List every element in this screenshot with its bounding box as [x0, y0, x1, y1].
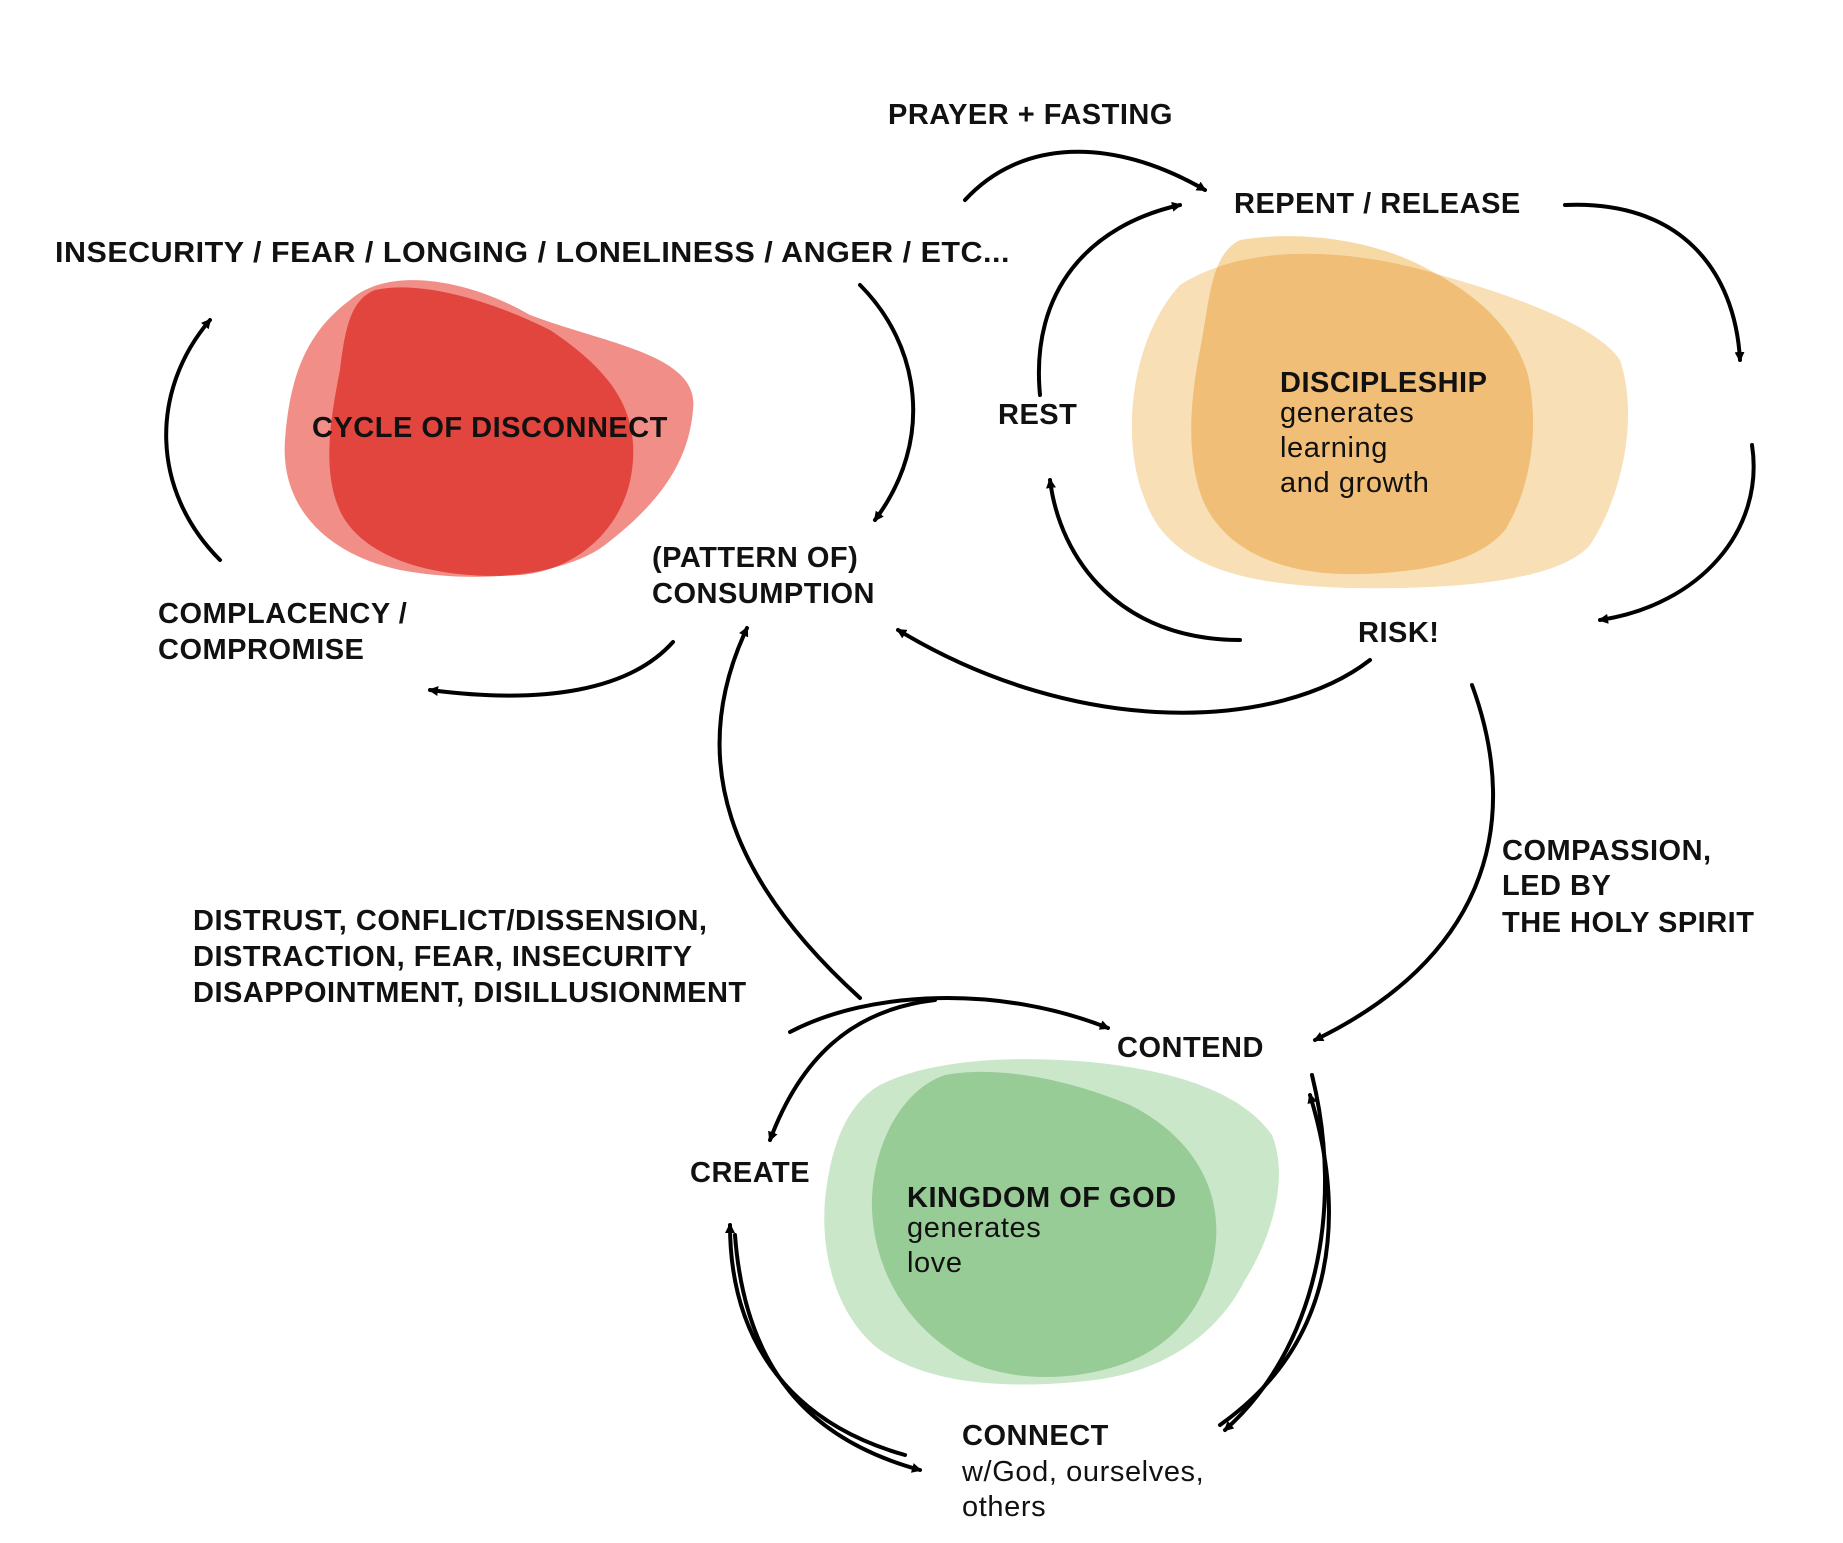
- arrow-risk-to-consumption: [896, 628, 1372, 715]
- arrow-risk-to-contend: [1313, 683, 1496, 1042]
- consumption-label-line2: CONSUMPTION: [652, 578, 875, 610]
- prayer-fasting-label: PRAYER + FASTING: [888, 99, 1173, 131]
- arrow-repent-to-right: [1563, 202, 1745, 362]
- distrust-label-line1: DISTRUST, CONFLICT/DISSENSION,: [193, 905, 707, 937]
- discipleship-sub-line2: learning: [1280, 432, 1388, 464]
- arrow-contend-to-connect: [1223, 1073, 1327, 1432]
- disconnect-blob-inner: [329, 287, 634, 576]
- arrow-to-contend: [788, 996, 1110, 1034]
- distrust-label-line2: DISTRACTION, FEAR, INSECURITY: [193, 941, 692, 973]
- repent-release-label: REPENT / RELEASE: [1234, 188, 1521, 220]
- arrow-emotions-to-consumption: [858, 283, 916, 522]
- kingdom-title: KINGDOM OF GOD: [907, 1182, 1177, 1214]
- compassion-label-line3: THE HOLY SPIRIT: [1502, 907, 1754, 939]
- rest-label: REST: [998, 399, 1077, 431]
- compassion-label-line1: COMPASSION,: [1502, 835, 1712, 867]
- discipleship-title: DISCIPLESHIP: [1280, 367, 1487, 399]
- emotions-label: INSECURITY / FEAR / LONGING / LONELINESS…: [55, 237, 1010, 269]
- risk-label: RISK!: [1358, 617, 1439, 649]
- discipleship-sub-line3: and growth: [1280, 467, 1430, 499]
- arrow-risk-to-rest: [1046, 478, 1242, 642]
- discipleship-blob-inner: [1191, 236, 1534, 575]
- kingdom-sub-line1: generates: [907, 1212, 1041, 1244]
- arrows: [164, 149, 1756, 1473]
- contend-label: CONTEND: [1117, 1032, 1264, 1064]
- discipleship-blob: [1131, 236, 1629, 589]
- arrow-right-to-risk: [1598, 443, 1756, 624]
- complacency-label-line2: COMPROMISE: [158, 634, 364, 666]
- arrow-distrust-to-consumption: [717, 626, 862, 1000]
- compassion-label-line2: LED BY: [1502, 870, 1611, 902]
- arrow-create-to-connect: [733, 1233, 922, 1473]
- kingdom-blob-inner: [871, 1071, 1217, 1377]
- arrow-consumption-to-complacency: [428, 640, 675, 698]
- distrust-label-line3: DISAPPOINTMENT, DISILLUSIONMENT: [193, 977, 747, 1009]
- kingdom-blob: [824, 1059, 1279, 1385]
- connect-sub-line1: w/God, ourselves,: [961, 1456, 1204, 1488]
- arrow-rest-to-repent: [1036, 201, 1182, 397]
- complacency-label-line1: COMPLACENCY /: [158, 598, 407, 630]
- create-label: CREATE: [690, 1157, 810, 1189]
- disconnect-title: CYCLE OF DISCONNECT: [312, 412, 668, 444]
- arrow-complacency-to-emotions: [164, 318, 222, 562]
- connect-label: CONNECT: [962, 1420, 1109, 1452]
- consumption-label-line1: (PATTERN OF): [652, 542, 858, 574]
- connect-sub-line2: others: [962, 1491, 1046, 1523]
- arrow-prayer-to-repent: [963, 149, 1207, 202]
- kingdom-sub-line2: love: [907, 1247, 963, 1279]
- discipleship-sub-line1: generates: [1280, 397, 1414, 429]
- disconnect-blob: [284, 280, 694, 577]
- arrow-to-create: [768, 998, 937, 1142]
